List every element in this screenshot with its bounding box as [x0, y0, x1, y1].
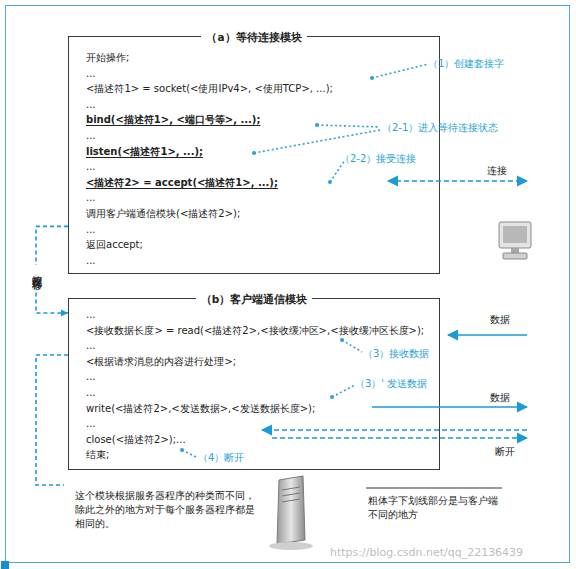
close-arrow [272, 437, 527, 439]
signal-label: 连接 [487, 164, 507, 177]
edge-label: 控制流程转移 [30, 265, 42, 275]
code-line: ... [86, 97, 439, 113]
code-line: ... [86, 190, 439, 206]
signal-label: https://blog.csdn.net/qq_22136439 [330, 546, 523, 559]
code-line: ... [86, 253, 439, 269]
code-line: ... [86, 416, 439, 432]
note-rule [366, 488, 502, 489]
leader-dot [340, 338, 344, 342]
code-line: 结束; [86, 447, 439, 463]
server-slot [282, 499, 300, 502]
callout-label: （3）接收数据 [363, 347, 429, 360]
connect-arrow [388, 180, 527, 182]
monitor [499, 222, 531, 248]
leader-line [372, 64, 428, 78]
module-title: （b）客户端通信模块 [196, 293, 313, 305]
code-line: <接收数据长度> = read(<描述符2>,<接收缓冲区>,<接收缓冲区长度>… [86, 323, 439, 339]
close-arrow [262, 429, 527, 431]
leader-dot [180, 448, 184, 452]
callout-label: （1）创建套接字 [428, 57, 504, 70]
send-arrow [372, 406, 527, 408]
signal-label: 断开 [495, 445, 515, 458]
server-only-code-line: <描述符2> = accept(<描述符1>, ...); [86, 175, 439, 191]
code-line: write(<描述符2>,<发送数据>,<发送数据长度>); [86, 401, 439, 417]
module-title-bar: （a）等待连接模块 [69, 29, 439, 44]
leader-line [332, 385, 355, 397]
note-bracket [36, 355, 68, 485]
leader-dot [252, 151, 256, 155]
code-line: 返回accept; [86, 237, 439, 253]
leader-line [317, 125, 380, 127]
code-line: 调用客户端通信模块(<描述符2>); [86, 206, 439, 222]
leader-line [342, 340, 362, 352]
data-arrows [36, 181, 527, 485]
server-slot [282, 487, 300, 490]
client-computer-icon [499, 222, 531, 259]
server-body [277, 476, 305, 544]
code-line: ... [86, 307, 439, 323]
screen [503, 226, 527, 243]
leader-line [182, 450, 196, 457]
server-icon [269, 476, 313, 550]
signal-label: 数据 [490, 391, 510, 404]
callout-label: （4）断开 [198, 451, 244, 464]
note-text: 粗体字下划线部分是与客户端不同的地方 [368, 494, 504, 522]
callout-label: （2-1）进入等待连接状态 [382, 121, 498, 134]
module-title-bar: （b）客户端通信模块 [69, 291, 439, 306]
module-title: （a）等待连接模块 [201, 31, 306, 43]
server-shadow [269, 542, 313, 550]
callout-label: （2-2）接受连接 [340, 152, 416, 165]
leader-dot [315, 123, 319, 127]
leader-dot [330, 395, 334, 399]
outer-frame [6, 6, 570, 563]
monitor-neck [511, 248, 519, 253]
monitor-base [503, 253, 527, 259]
server-slot [282, 493, 300, 496]
leader-dots [180, 76, 374, 452]
receive-arrow [448, 334, 527, 336]
code-line: 开始操作; [86, 50, 439, 66]
code-line: close(<描述符2>);... [86, 432, 439, 448]
note-text: 这个模块根据服务器程序的种类而不同，除此之外的地方对于每个服务器程序都是相同的。 [75, 489, 255, 531]
leader-dot [328, 180, 332, 184]
callout-label: （3）' 发送数据 [355, 377, 427, 390]
code-line: ... [86, 222, 439, 238]
signal-label: 数据 [490, 313, 510, 326]
corner-mark [1, 561, 9, 569]
leader-dot [370, 76, 374, 80]
arrow-head [61, 310, 68, 317]
leader-line [254, 130, 380, 153]
code-line: ... [86, 66, 439, 82]
code-line: <描述符1> = socket(<使用IPv4>, <使用TCP>, ...); [86, 81, 439, 97]
